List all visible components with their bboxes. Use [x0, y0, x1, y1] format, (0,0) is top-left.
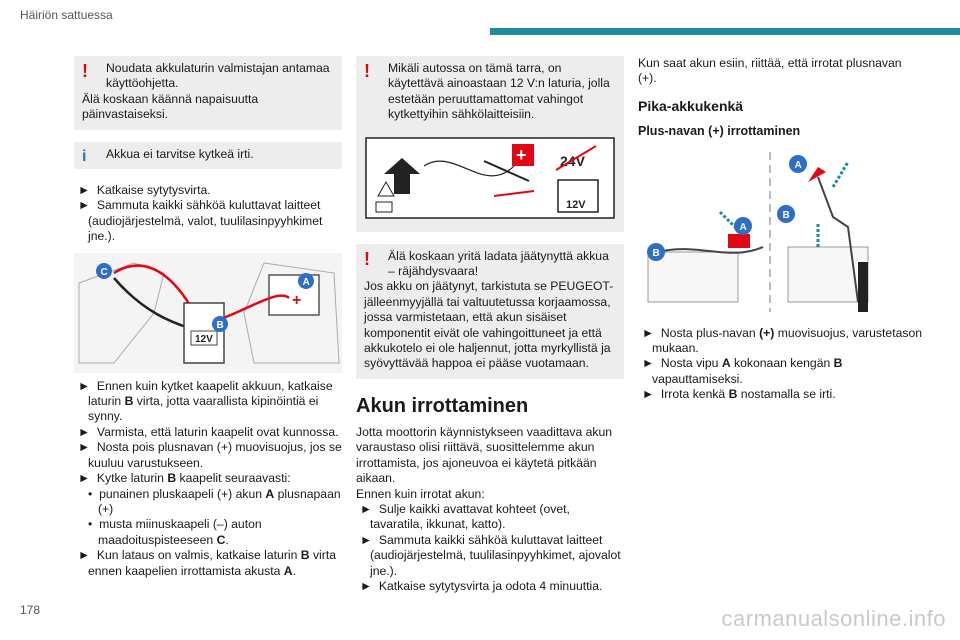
step-item: ► Ennen kuin kytket kaapelit akkuun, kat… [78, 378, 333, 424]
step-item: ► Varmista, että laturin kaapelit ovat k… [78, 424, 339, 439]
warning-icon: ! [364, 248, 370, 269]
step-item: ► Sammuta kaikki sähköä kuluttavat laitt… [360, 532, 621, 578]
header-section-title: Häiriön sattuessa [20, 8, 113, 22]
svg-text:+: + [516, 145, 527, 165]
step-item: ► Kun lataus on valmis, katkaise laturin… [78, 548, 336, 578]
step-item: ► Nosta plus-navan (+) muovisuojus, varu… [642, 325, 923, 356]
column-2: ! Mikäli autossa on tämä tarra, on käyte… [356, 56, 624, 594]
info-note: i Akkua ei tarvitse kytkeä irti. [74, 141, 342, 170]
info-icon: i [82, 147, 87, 165]
column-1: ! Noudata akkulaturin valmistajan antama… [74, 56, 342, 579]
step-item: ► Nosta vipu A kokonaan kengän B vapautt… [642, 356, 843, 386]
quick-terminal-illustration: A A B B [638, 151, 878, 312]
section-heading: Akun irrottaminen [356, 394, 529, 417]
step-item: ► Katkaise sytytysvirta ja odota 4 minuu… [360, 578, 603, 593]
step-item: ► Katkaise sytytysvirta. [78, 183, 211, 198]
label-c: C [101, 267, 108, 278]
warning-note-charger: ! Noudata akkulaturin valmistajan antama… [74, 56, 342, 130]
label-b-right: B [783, 210, 790, 221]
step-item: ► Sulje kaikki avattavat kohteet (ovet, … [360, 501, 570, 532]
step-item: ► Kytke laturin B kaapelit seuraavasti: [78, 471, 291, 486]
watermark: carmanualsonline.info [721, 606, 946, 631]
label-a-left: A [740, 222, 747, 233]
label-b-left: B [653, 248, 660, 259]
label-a-top: A [795, 160, 802, 171]
sub-item: • musta miinuskaapeli (–) auton maadoitu… [88, 517, 262, 547]
header-accent-bar [490, 28, 960, 35]
voltage-label-illustration: + 24V 12V [356, 129, 624, 232]
step-item: ► Nosta pois plusnavan (+) muovisuojus, … [78, 440, 342, 470]
column-3: Kun saat akun esiin, riittää, että irrot… [638, 56, 928, 403]
subsection-heading: Pika-akkukenkä [638, 97, 744, 114]
warning-icon: ! [364, 61, 370, 81]
page-number: 178 [20, 603, 41, 617]
warning-note-label: ! Mikäli autossa on tämä tarra, on käyte… [356, 56, 624, 130]
charger-voltage-label: 12V [195, 334, 213, 345]
procedure-heading: Plus-navan (+) irrottaminen [638, 124, 801, 139]
label-a: A [303, 277, 310, 288]
step-item: ► Sammuta kaikki sähköä kuluttavat laitt… [78, 198, 323, 244]
svg-text:+: + [292, 292, 301, 309]
step-item: ► Irrota kenkä B nostamalla se irti. [642, 387, 836, 402]
warning-icon: ! [82, 61, 88, 81]
label-12v: 12V [566, 199, 586, 211]
label-b: B [217, 320, 224, 331]
warning-note-frozen: ! Älä koskaan yritä ladata jäätynyttä ak… [356, 243, 624, 379]
sub-item: • punainen pluskaapeli (+) akun A plusna… [88, 486, 341, 516]
charger-illustration: + 12V C A B [74, 252, 342, 373]
